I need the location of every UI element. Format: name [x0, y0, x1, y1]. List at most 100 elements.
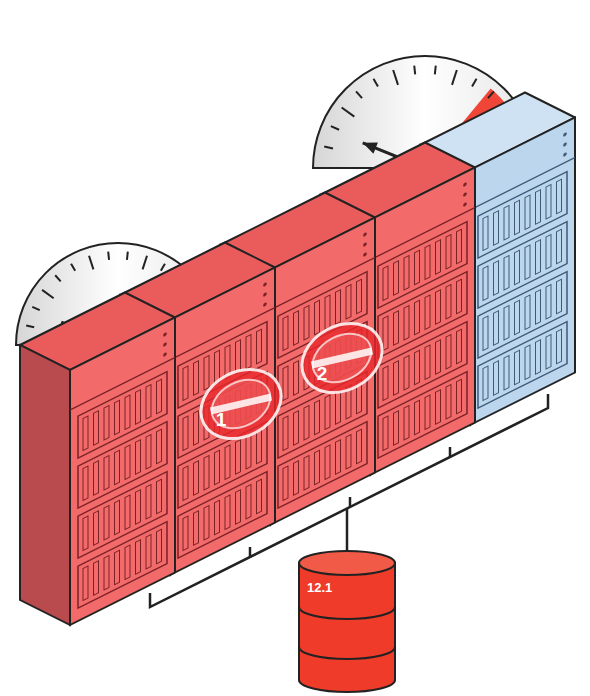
rack-vent-slat: [525, 345, 530, 380]
bracket-tick: [449, 447, 452, 457]
rack-vent-slat: [183, 366, 188, 401]
rack-vent-slat: [536, 340, 541, 375]
rack-vent-slat: [404, 306, 409, 341]
cylinder-band: [299, 607, 395, 619]
prohibition-inner: [304, 324, 379, 392]
rack-vent-panel: [378, 272, 467, 359]
rack-vent-slat: [194, 461, 199, 496]
rack-vent-slat: [546, 335, 551, 370]
rack-vent-slat: [404, 256, 409, 291]
rack-vent-panel: [378, 222, 467, 309]
rack-divider: [170, 308, 275, 361]
rack-vent-slat: [83, 466, 88, 501]
rack-vent-slat: [157, 529, 162, 564]
rack-side: [20, 345, 70, 625]
cylinder-band: [299, 647, 395, 659]
rack-vent-panel: [478, 222, 567, 309]
database-cylinder: 12.1: [297, 549, 397, 694]
gauge-tick: [107, 252, 110, 260]
rack-vent-slat: [494, 361, 499, 396]
rack-vent-slat: [215, 500, 220, 535]
rack-front: [470, 118, 575, 426]
rack-vent-slat: [483, 216, 488, 251]
rack-vent-slat: [204, 356, 209, 391]
rack-vent-slat: [83, 416, 88, 451]
rack-vent-slat: [125, 495, 130, 530]
rack-vent-slat: [104, 456, 109, 491]
rack-vent-slat: [83, 516, 88, 551]
rack-vent-slat: [104, 506, 109, 541]
rack-vent-slat: [557, 279, 562, 314]
rack-vent-slat: [415, 350, 420, 385]
rack-vent-slat: [436, 240, 441, 275]
rack-vent-slat: [346, 435, 351, 470]
rack-vent-slat: [346, 285, 351, 320]
rack-vent-slat: [146, 435, 151, 470]
rack-vent-slat: [457, 379, 462, 414]
rack-vent-slat: [246, 335, 251, 370]
rack-vent-slat: [383, 366, 388, 401]
rack-vent-slat: [483, 366, 488, 401]
rack-divider: [370, 208, 475, 261]
rack-vent-slat: [425, 245, 430, 280]
rack-vent-slat: [336, 290, 341, 325]
rack-vent-slat: [415, 300, 420, 335]
rack-vent-slat: [446, 385, 451, 420]
rack-vent-slat: [515, 200, 520, 235]
rack-led: [563, 132, 567, 137]
rack-vent-slat: [315, 400, 320, 435]
rack-vent-slat: [546, 185, 551, 220]
rack-vent-slat: [325, 445, 330, 480]
rack-vent-slat: [257, 479, 262, 514]
rack-vent-slat: [283, 416, 288, 451]
rack-vent-panel: [478, 172, 567, 259]
rack-vent-slat: [236, 490, 241, 525]
rack-vent-slat: [515, 250, 520, 285]
rack-vent-slat: [294, 461, 299, 496]
gauge-tick: [342, 107, 355, 116]
gauge-tick: [55, 275, 60, 281]
rack-front: [370, 168, 475, 476]
database-link: [346, 509, 349, 557]
rack-vent-slat: [483, 266, 488, 301]
rack-led: [363, 242, 367, 247]
cylinder-top: [299, 551, 395, 575]
rack-vent-slat: [283, 316, 288, 351]
rack-vent-slat: [225, 445, 230, 480]
cylinder-outline: [297, 549, 397, 694]
rack-vent-slat: [394, 261, 399, 296]
rack-led: [463, 192, 467, 197]
rack-vent-slat: [183, 516, 188, 551]
rack-led: [263, 292, 267, 297]
rack-vent-slat: [125, 445, 130, 480]
rack-vent-slat: [394, 411, 399, 446]
rack-vent-panel: [378, 372, 467, 459]
rack-vent-slat: [394, 361, 399, 396]
callout-number: 2: [317, 364, 328, 383]
rack-vent-slat: [557, 229, 562, 264]
rack-vent-slat: [557, 179, 562, 214]
rack-vent-slat: [183, 466, 188, 501]
rack-vent-slat: [446, 235, 451, 270]
rack-vent-slat: [104, 406, 109, 441]
rack-vent-slat: [546, 235, 551, 270]
version-label: 12.1: [307, 581, 332, 594]
rack-vent-slat: [536, 240, 541, 275]
rack-vent-slat: [146, 385, 151, 420]
rack-vent-slat: [515, 350, 520, 385]
rack-vent-slat: [136, 540, 141, 575]
rack-vent-slat: [136, 490, 141, 525]
prohibition-inner: [203, 370, 278, 438]
gauge-tick: [89, 256, 93, 270]
rack-vent-slat: [515, 300, 520, 335]
gauge-needle-head: [363, 143, 378, 154]
rack-vent-slat: [315, 450, 320, 485]
rack-led: [163, 342, 167, 347]
rack-vent-slat: [146, 535, 151, 570]
rack-vent-slat: [436, 290, 441, 325]
rack-vent-slat: [383, 416, 388, 451]
rack-vent-slat: [304, 306, 309, 341]
rack-divider: [270, 258, 375, 311]
rack-vent-slat: [425, 295, 430, 330]
rack-divider: [470, 158, 575, 211]
